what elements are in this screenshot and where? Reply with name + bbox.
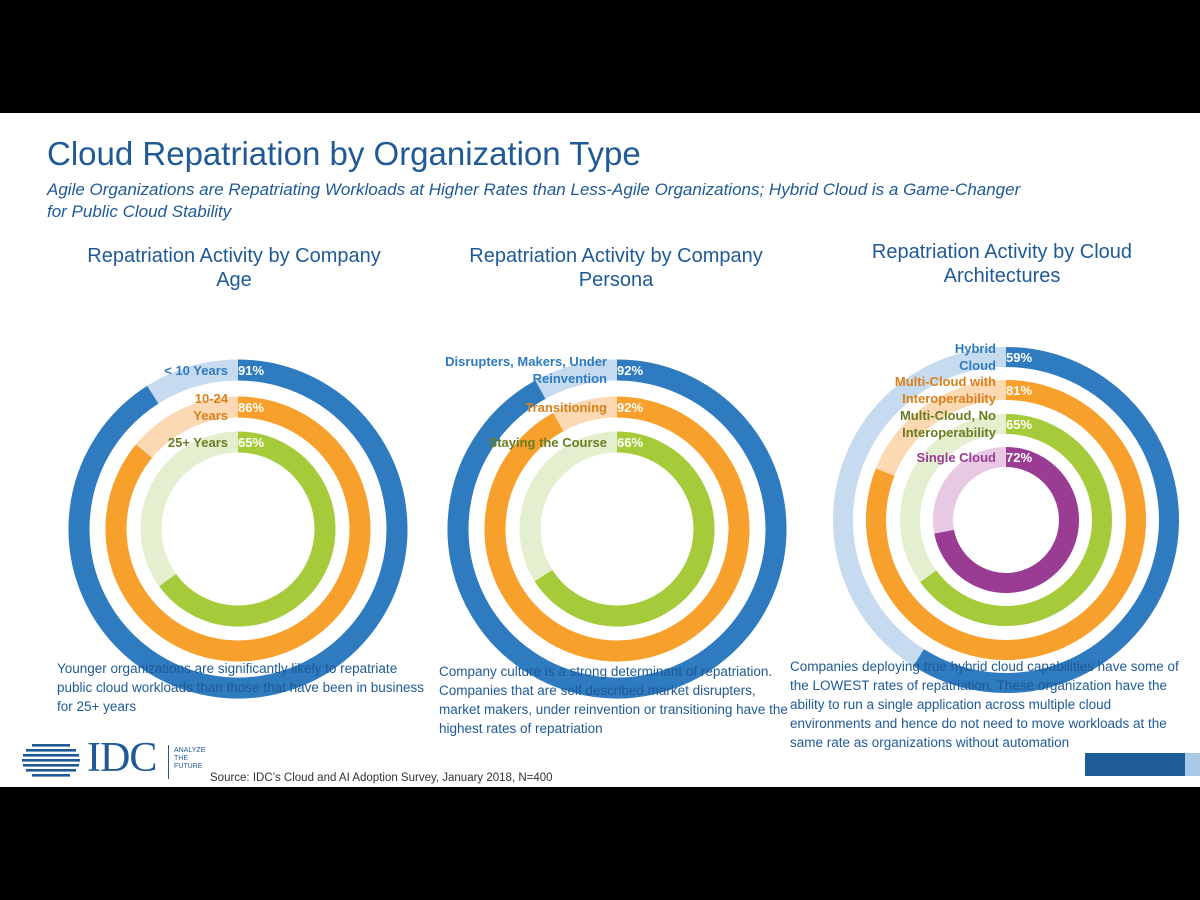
ring-value-arc	[913, 347, 1179, 693]
ring-value-arc	[484, 396, 750, 662]
value-label: 66%	[617, 435, 643, 450]
idc-globe-icon	[22, 744, 80, 777]
value-label: 59%	[1006, 350, 1032, 365]
ring-value-arc	[866, 380, 1146, 660]
source-note: Source: IDC’s Cloud and AI Adoption Surv…	[210, 772, 553, 784]
value-label: 92%	[617, 400, 643, 415]
footer-accent-bar	[1085, 753, 1185, 776]
value-label: 65%	[1006, 417, 1032, 432]
series-name-label: Staying the Course	[489, 435, 607, 450]
idc-logo-text: IDC	[87, 735, 157, 781]
ring-value-arc	[105, 396, 371, 662]
logo-tagline: ANALYZE THE FUTURE	[174, 747, 206, 770]
value-label: 86%	[238, 400, 264, 415]
chart-title-company-age: Repatriation Activity by Company Age	[87, 245, 381, 291]
slide: Cloud Repatriation by Organization Type …	[0, 113, 1200, 787]
ring-value-arc	[534, 431, 715, 627]
value-label: 72%	[1006, 450, 1032, 465]
chart-description-company-persona: Company culture is a strong determinant …	[439, 664, 788, 736]
chart-description-company-age: Younger organizations are significantly …	[57, 661, 424, 714]
series-name-label: < 10 Years	[164, 363, 228, 378]
footer-accent-bar-light	[1185, 753, 1200, 776]
logo-divider	[168, 745, 169, 779]
value-label: 92%	[617, 363, 643, 378]
chart-title-company-persona: Repatriation Activity by Company Persona	[469, 245, 763, 291]
series-name-label: Single Cloud	[917, 450, 997, 465]
ring-value-arc	[68, 359, 408, 699]
page-title: Cloud Repatriation by Organization Type	[47, 135, 641, 172]
value-label: 81%	[1006, 383, 1032, 398]
ring-value-arc	[920, 414, 1112, 626]
chart-title-cloud-architectures: Repatriation Activity by Cloud Architect…	[871, 241, 1133, 287]
chart-description-cloud-architectures: Companies deploying true hybrid cloud ca…	[790, 659, 1179, 750]
page-subtitle: Agile Organizations are Repatriating Wor…	[47, 180, 1021, 221]
ring-value-arc	[447, 359, 787, 699]
value-label: 65%	[238, 435, 264, 450]
value-label: 91%	[238, 363, 264, 378]
series-name-label: Transitioning	[525, 400, 607, 415]
series-name-label: 25+ Years	[168, 435, 228, 450]
ring-value-arc	[934, 447, 1079, 593]
ring-value-arc	[159, 431, 336, 627]
